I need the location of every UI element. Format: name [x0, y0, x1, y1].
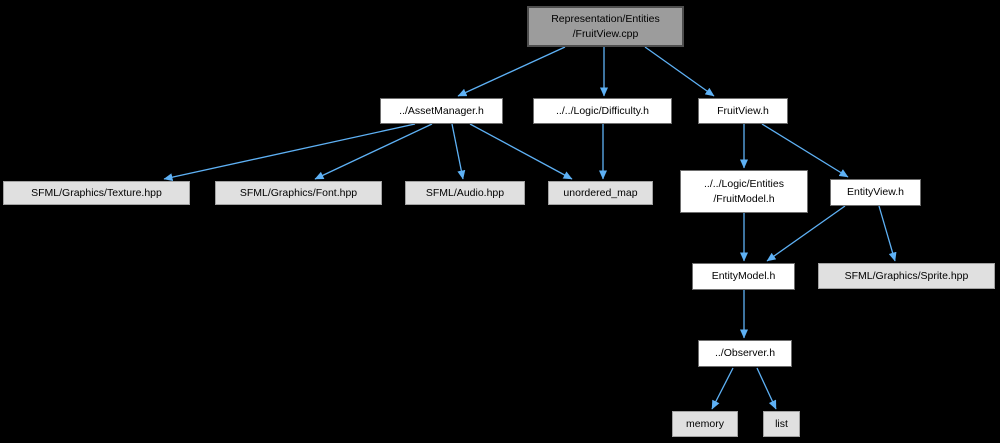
edge-assetmanager-unorderedmap [469, 123, 573, 180]
edge-assetmanager-texture [163, 123, 416, 182]
node-difficulty[interactable]: ../../Logic/Difficulty.h [533, 98, 672, 124]
node-observer-h[interactable]: ../Observer.h [698, 340, 792, 367]
node-font-hpp: SFML/Graphics/Font.hpp [215, 181, 382, 205]
edge-assetmanager-font [314, 123, 433, 180]
node-audio-hpp: SFML/Audio.hpp [405, 181, 525, 205]
edge-fruitviewcpp-assetmanager [457, 46, 566, 97]
edge-fruitviewcpp-fruitviewh [644, 46, 715, 97]
node-fruitview-cpp: Representation/Entities /FruitView.cpp [527, 6, 684, 47]
node-asset-manager[interactable]: ../AssetManager.h [380, 98, 503, 124]
node-fruitmodel-h[interactable]: ../../Logic/Entities /FruitModel.h [680, 170, 808, 213]
node-entityview-h[interactable]: EntityView.h [830, 179, 921, 206]
node-unordered-map: unordered_map [548, 181, 653, 205]
node-sprite-hpp: SFML/Graphics/Sprite.hpp [818, 263, 995, 289]
edge-assetmanager-audio [451, 123, 466, 180]
node-entitymodel-h[interactable]: EntityModel.h [692, 263, 795, 290]
edge-fruitviewh-entityview [761, 123, 849, 178]
edge-observer-list [756, 367, 777, 410]
node-fruitview-h[interactable]: FruitView.h [698, 98, 788, 124]
node-list: list [763, 411, 800, 437]
node-texture-hpp: SFML/Graphics/Texture.hpp [3, 181, 190, 205]
edge-entityview-entitymodel [766, 205, 846, 262]
node-memory: memory [672, 411, 738, 437]
edge-observer-memory [711, 367, 734, 410]
edge-entityview-sprite [878, 205, 897, 262]
